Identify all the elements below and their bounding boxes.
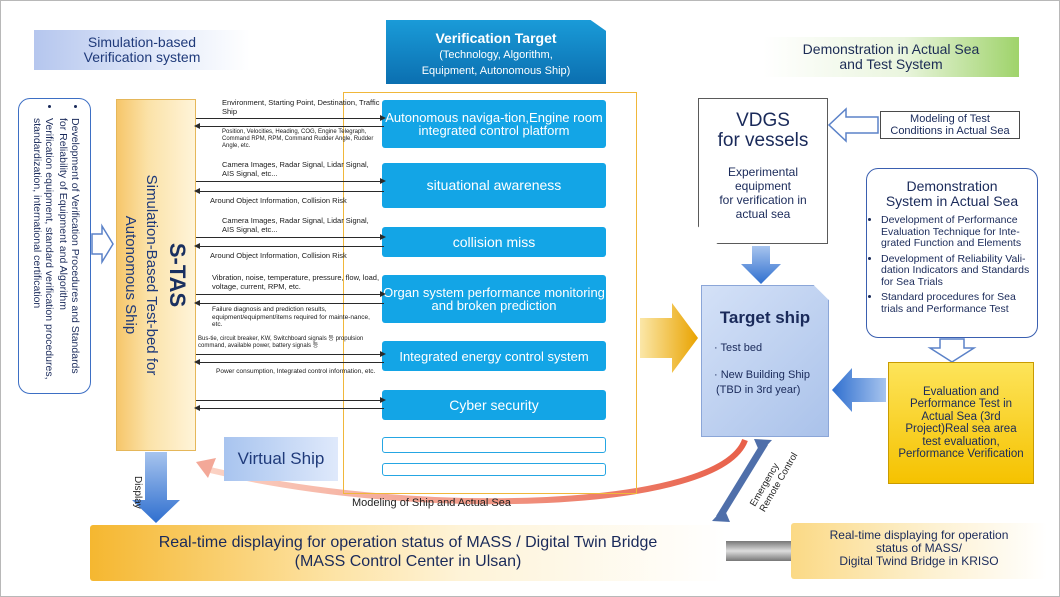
verification-target-header: Verification Target (Technology, Algorit… bbox=[386, 20, 606, 84]
arrow-eval-to-ship bbox=[832, 368, 886, 412]
arrow-emergency bbox=[716, 441, 768, 520]
arrow-vdgs-to-ship bbox=[741, 246, 781, 284]
target-ship-title: Target ship bbox=[719, 308, 811, 327]
arrow-modeling-to-vdgs bbox=[827, 107, 879, 143]
flow-arrow-right bbox=[196, 397, 386, 403]
vdgs-subtitle: for vessels bbox=[717, 130, 809, 151]
header-demo-line2: and Test System bbox=[839, 56, 943, 72]
vdgs-desc: Experimental bbox=[727, 165, 799, 179]
flow-arrow-right bbox=[196, 291, 386, 297]
flow-label: Bus-tie, circuit breaker, KW, Switchboar… bbox=[198, 336, 364, 349]
target-collision-miss: collision miss bbox=[382, 227, 606, 257]
vdgs-title: VDGS bbox=[736, 110, 790, 131]
target-cyber-security: Cyber security bbox=[382, 390, 606, 420]
target-ship-item: · New Building Ship bbox=[714, 369, 810, 381]
arrow-modeling-curve bbox=[209, 438, 748, 505]
target-situational-awareness: situational awareness bbox=[382, 163, 606, 208]
virtual-ship-label: Virtual Ship bbox=[224, 437, 338, 481]
kriso-line3: Digital Twind Bridge in KRISO bbox=[839, 554, 999, 568]
flow-arrow-left bbox=[194, 300, 384, 306]
flow-arrow-right bbox=[196, 234, 386, 240]
verification-target-frame bbox=[343, 92, 637, 494]
demo-system-item: Development of Reliability Vali-dation I… bbox=[881, 253, 1031, 289]
target-organ-system: Organ system performance monitoring and … bbox=[382, 275, 606, 323]
flow-label: Around Object Information, Collision Ris… bbox=[210, 251, 347, 260]
stas-line1: Simulation-Based Test-bed for bbox=[143, 174, 160, 376]
kriso-bridge-bar: Real-time displaying for operation statu… bbox=[791, 523, 1047, 579]
arrow-stas-display bbox=[132, 452, 180, 523]
flow-label: Around Object Information, Collision Ris… bbox=[210, 196, 347, 205]
verification-target-title: Verification Target bbox=[435, 30, 557, 46]
stas-title: S-TAS bbox=[165, 242, 190, 308]
target-ship-item: · Test bed bbox=[714, 342, 763, 354]
target-energy-control: Integrated energy control system bbox=[382, 341, 606, 371]
bridge-connector bbox=[725, 541, 792, 561]
mass-control-line2: (MASS Control Center in Ulsan) bbox=[294, 553, 522, 570]
demo-system-item: Development of Performance Evaluation Te… bbox=[881, 214, 1031, 250]
flow-label: Camera Images, Radar Signal, Lidar Signa… bbox=[222, 160, 369, 178]
flow-label: Environment, Starting Point, Destination… bbox=[222, 98, 380, 116]
flow-label: Vibration, noise, temperature, pressure,… bbox=[212, 273, 380, 291]
mass-control-line1: Real-time displaying for operation statu… bbox=[158, 534, 658, 551]
flow-label: Position, Velocities, Heading, COG, Engi… bbox=[222, 129, 374, 149]
verification-target-sub1: (Technology, Algorithm, bbox=[439, 49, 553, 61]
stas-line2: Autonomous Ship bbox=[122, 215, 139, 335]
flow-label: Camera Images, Radar Signal, Lidar Signa… bbox=[222, 216, 369, 234]
arrow-demo-to-eval bbox=[927, 338, 977, 363]
vdgs-desc: equipment bbox=[734, 179, 792, 193]
flow-arrow-left bbox=[194, 405, 384, 411]
vdgs-desc: for verification in bbox=[719, 193, 807, 207]
arrow-target-to-ship bbox=[640, 303, 698, 373]
target-empty-slot bbox=[382, 437, 606, 453]
target-autonomous-navigation: Autonomous naviga-tion,Engine room integ… bbox=[382, 100, 606, 148]
kriso-line2: status of MASS/ bbox=[875, 541, 963, 555]
target-ship-box: Target ship · Test bed · New Building Sh… bbox=[701, 285, 829, 437]
modeling-label: Modeling of Ship and Actual Sea bbox=[352, 497, 512, 509]
stas-block: S-TAS Simulation-Based Test-bed for Auto… bbox=[116, 99, 196, 451]
target-empty-slot bbox=[382, 463, 606, 476]
flow-arrow-left bbox=[194, 243, 384, 249]
modeling-test-line1: Modeling of Test bbox=[910, 113, 990, 125]
verification-target-sub2: Equipment, Autonomous Ship) bbox=[421, 65, 571, 77]
left-notes-box: Development of Verification Procedures a… bbox=[18, 98, 91, 394]
target-ship-item: (TBD in 3rd year) bbox=[716, 384, 801, 396]
demo-system-title: System in Actual Sea bbox=[885, 193, 1019, 209]
demo-system-title: Demonstration bbox=[906, 178, 998, 194]
flow-arrow-right bbox=[196, 351, 386, 357]
flow-label: Power consumption, Integrated control in… bbox=[216, 368, 376, 375]
arrow-notes-to-stas bbox=[91, 223, 114, 265]
header-demo-line1: Demonstration in Actual Sea bbox=[802, 41, 980, 57]
flow-arrow-right bbox=[196, 178, 386, 184]
demonstration-system-box: Demonstration System in Actual Sea Devel… bbox=[866, 168, 1038, 338]
left-note-item: Verification equipment, standard verific… bbox=[31, 118, 55, 386]
header-sim-line2: Verification system bbox=[83, 49, 201, 65]
header-sim-line1: Simulation-based bbox=[87, 34, 197, 50]
vdgs-desc: actual sea bbox=[735, 207, 791, 221]
evaluation-box: Evaluation and Performance Test in Actua… bbox=[888, 362, 1034, 484]
flow-label: Failure diagnosis and prediction results… bbox=[212, 306, 370, 328]
left-note-item: Development of Verification Procedures a… bbox=[57, 118, 81, 386]
vdgs-box: VDGS for vessels Experimental equipment … bbox=[698, 98, 828, 244]
flow-arrow-left bbox=[194, 123, 384, 129]
demo-system-item: Standard procedures for Sea trials and P… bbox=[881, 291, 1031, 315]
modeling-test-line2: Conditions in Actual Sea bbox=[890, 125, 1010, 137]
flow-arrow-left bbox=[194, 359, 384, 365]
kriso-line1: Real-time displaying for operation bbox=[829, 528, 1009, 542]
display-label: Display bbox=[132, 476, 143, 509]
flow-arrow-right bbox=[196, 115, 386, 121]
mass-control-center-bar: Real-time displaying for operation statu… bbox=[90, 525, 726, 581]
flow-arrow-left bbox=[194, 188, 384, 194]
evaluation-text: Evaluation and Performance Test in Actua… bbox=[898, 385, 1024, 461]
